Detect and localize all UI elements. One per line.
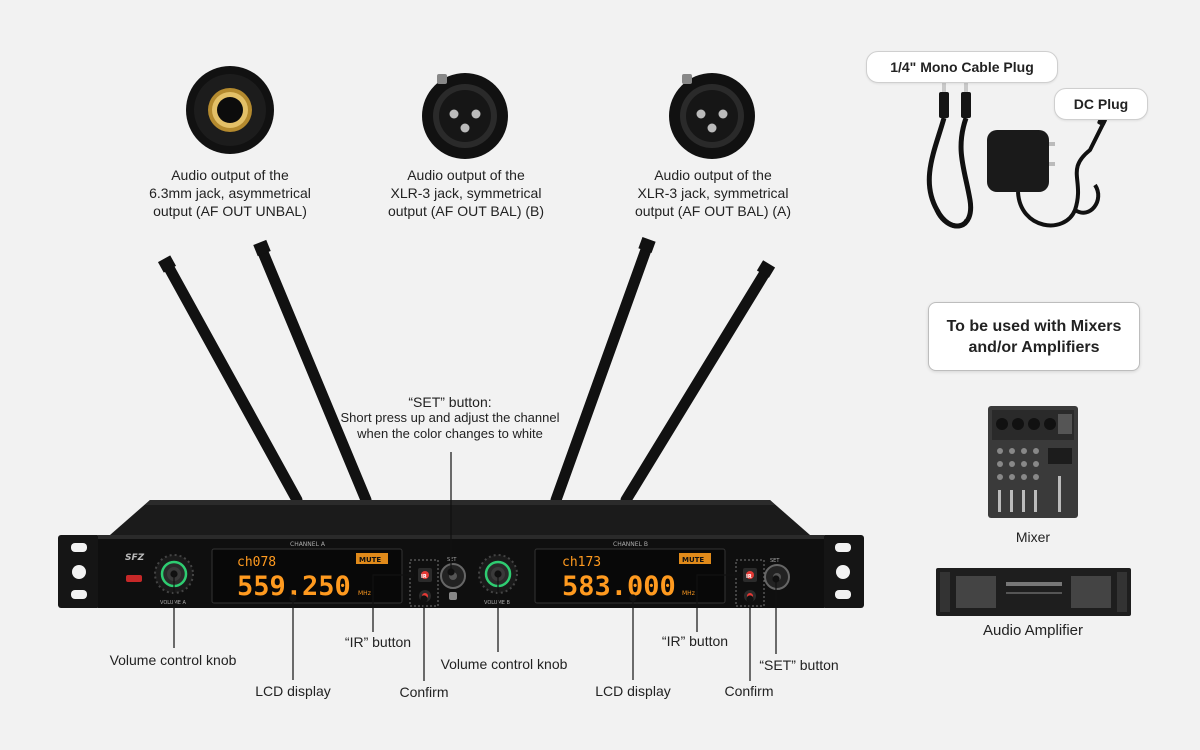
lcd-a-mute: MUTE bbox=[359, 556, 381, 564]
volume-a-panel-label: VOLUME A bbox=[160, 600, 187, 606]
channel-a-label: CHANNEL A bbox=[290, 541, 326, 548]
xlr-a-connector-image bbox=[669, 73, 755, 159]
antenna-4 bbox=[620, 260, 776, 506]
set-b-label: “SET” button bbox=[759, 657, 839, 673]
mixer-label: Mixer bbox=[1015, 529, 1051, 545]
ir-b-panel-label: IR bbox=[746, 574, 752, 580]
lcd-a-label: LCD display bbox=[255, 683, 331, 699]
amplifier-label: Audio Amplifier bbox=[982, 622, 1084, 639]
confirm-a-label: Confirm bbox=[399, 684, 449, 700]
power-button[interactable] bbox=[126, 575, 142, 582]
jack-connector-image bbox=[186, 66, 274, 154]
lcd-a-unit: MHz bbox=[358, 590, 371, 597]
brand-logo: SFZ bbox=[125, 553, 145, 563]
usage-note-box: To be used with Mixers and/or Amplifiers bbox=[928, 302, 1140, 371]
mono-cable-plug-label: 1/4" Mono Cable Plug bbox=[866, 51, 1058, 83]
lcd-b-label: LCD display bbox=[595, 683, 671, 699]
lcd-b-unit: MHz bbox=[682, 590, 695, 597]
ir-b-button[interactable] bbox=[743, 568, 757, 582]
lcd-b bbox=[534, 548, 726, 604]
set-b-panel-label: SET bbox=[770, 558, 780, 564]
dc-plug-label: DC Plug bbox=[1054, 88, 1148, 120]
set-callout: “SET” button: Short press up and adjust … bbox=[340, 394, 560, 441]
ir-a-label: “IR” button bbox=[344, 634, 412, 650]
lcd-a bbox=[211, 548, 403, 604]
cable-and-adapter-image bbox=[926, 78, 1113, 229]
mixer-image bbox=[988, 406, 1078, 518]
xlr-a-connector-caption: Audio output of the XLR-3 jack, symmetri… bbox=[634, 167, 792, 219]
xlr-b-connector-image bbox=[422, 73, 508, 159]
lcd-b-channel: ch173 bbox=[562, 555, 601, 570]
volume-b-knob[interactable] bbox=[478, 554, 518, 594]
antenna-2 bbox=[253, 239, 372, 506]
xlr-b-connector-caption: Audio output of the XLR-3 jack, symmetri… bbox=[387, 167, 545, 219]
volume-b-panel-label: VOLUME B bbox=[484, 600, 511, 606]
lcd-b-mute: MUTE bbox=[682, 556, 704, 564]
amplifier-image bbox=[936, 568, 1131, 616]
antenna-3 bbox=[550, 236, 656, 506]
jack-connector-caption: Audio output of the 6.3mm jack, asymmetr… bbox=[149, 167, 311, 219]
antenna-1 bbox=[157, 255, 303, 506]
ir-b-label: “IR” button bbox=[661, 633, 729, 649]
mute-b-badge bbox=[679, 553, 711, 564]
channel-b-label: CHANNEL B bbox=[613, 541, 648, 548]
mute-a-badge bbox=[356, 553, 388, 564]
lcd-a-channel: ch078 bbox=[237, 555, 276, 570]
volume-a-label: Volume control knob bbox=[109, 652, 237, 668]
lcd-b-frequency: 583.000 bbox=[562, 571, 676, 602]
confirm-b-label: Confirm bbox=[724, 683, 774, 699]
set-a-panel-label: SET bbox=[447, 557, 457, 563]
ir-a-panel-label: IR bbox=[421, 574, 427, 580]
ir-a-button[interactable] bbox=[418, 568, 432, 582]
volume-b-label: Volume control knob bbox=[440, 656, 568, 672]
